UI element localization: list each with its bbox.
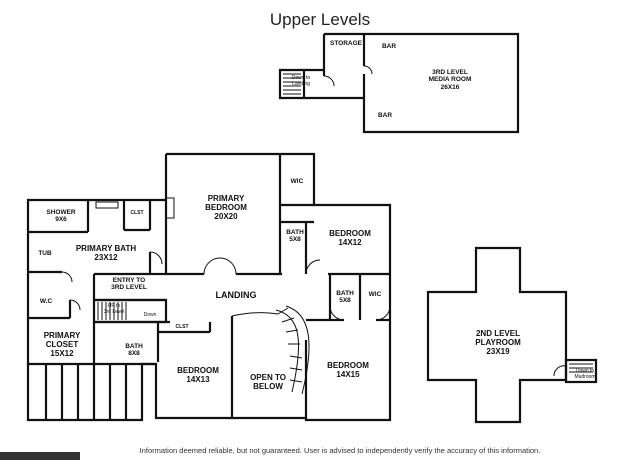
corner-watermark-strip: [0, 452, 80, 460]
room-bar-bottom: BAR: [377, 112, 393, 119]
stair-label-down-to-landing: Down to Landing: [291, 75, 311, 87]
room-bath-5x8-right: BATH 5X8: [336, 290, 354, 305]
door-swing: [69, 299, 81, 311]
door-swing: [375, 305, 391, 321]
room-media: 3RD LEVEL MEDIA ROOM 26X16: [428, 69, 472, 91]
room-open-to-below: OPEN TO BELOW: [250, 373, 286, 392]
curved-stair-treads: [277, 307, 303, 383]
room-primary-closet: PRIMARY CLOSET 15X12: [43, 331, 81, 359]
room-bar-top: BAR: [381, 43, 397, 50]
room-bath-8x8: BATH 8X8: [125, 343, 143, 358]
door-swing: [329, 305, 345, 321]
room-landing: LANDING: [215, 290, 257, 300]
room-clst-mid: CLST: [175, 324, 189, 330]
room-bedroom-14x13: BEDROOM 14X13: [177, 366, 219, 385]
room-bedroom-14x15: BEDROOM 14X15: [327, 361, 369, 380]
stair-arc: [231, 312, 279, 317]
room-tub: TUB: [38, 250, 52, 257]
curved-stair-outer: [275, 309, 300, 393]
door-swing: [61, 271, 73, 283]
door-swing: [363, 65, 373, 75]
room-shower: SHOWER 9X6: [46, 209, 76, 224]
stair-label-up-to-3rd: UP to 3rd Level: [103, 303, 125, 315]
playroom-outline: [426, 246, 568, 424]
stair-label-down: Down: [143, 312, 157, 318]
room-primary-bedroom: PRIMARY BEDROOM 20X20: [205, 194, 247, 222]
room-storage: STORAGE: [329, 40, 363, 47]
stair-down-to-mudroom: [564, 358, 598, 384]
door-swing: [323, 75, 335, 87]
room-wc: W.C: [39, 298, 53, 305]
room-bath-5x8-top: BATH 5X8: [286, 229, 304, 244]
room-wic-right: WIC: [368, 291, 382, 298]
room-clst-top: CLST: [130, 210, 144, 216]
door-swing: [219, 257, 237, 275]
disclaimer-text: Information deemed reliable, but not gua…: [139, 446, 541, 455]
stair-treads: [97, 73, 593, 373]
page-title: Upper Levels: [269, 10, 371, 29]
room-wic-top: WIC: [290, 178, 304, 185]
room-primary-bath: PRIMARY BATH 23X12: [75, 244, 137, 263]
bath-fixture: [95, 201, 119, 209]
door-swing: [203, 257, 221, 275]
door-swing: [553, 365, 567, 377]
room-playroom: 2ND LEVEL PLAYROOM 23X19: [475, 329, 521, 357]
stair-label-down-to-mudroom: Down to Mudroom: [574, 368, 596, 380]
door-swing: [305, 259, 321, 275]
curved-stair-inner: [285, 305, 310, 395]
room-bedroom-14x12: BEDROOM 14X12: [329, 229, 371, 248]
room-entry-3rd-level: ENTRY TO 3RD LEVEL: [111, 277, 147, 292]
bath-fixture: [165, 197, 175, 219]
door-swing: [149, 251, 163, 265]
